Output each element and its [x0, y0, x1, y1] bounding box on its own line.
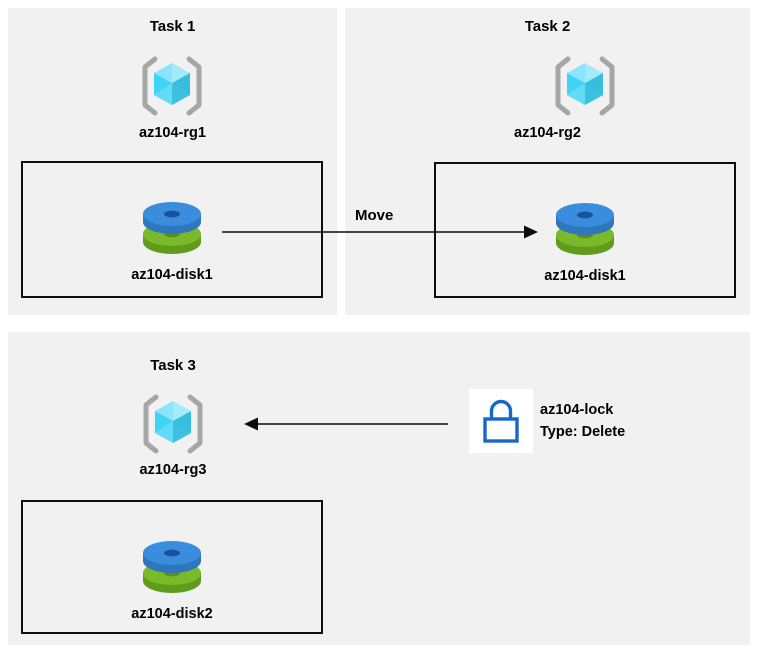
resource-group-label-rg2: az104-rg2 [514, 125, 581, 141]
resource-group-label-rg1: az104-rg1 [139, 125, 206, 141]
lock-type-label: Type: Delete [540, 424, 626, 440]
managed-disk-icon [550, 197, 620, 259]
disk-label-task3: az104-disk2 [131, 606, 213, 622]
managed-disk-icon-svg [556, 203, 614, 255]
move-arrow [222, 225, 538, 239]
resource-group-icon-svg [143, 394, 203, 454]
disk-label-task2: az104-disk1 [544, 268, 626, 284]
resource-container-task3 [21, 500, 323, 634]
panel-task3 [8, 332, 750, 645]
panel-task2 [345, 8, 750, 315]
managed-disk-icon-svg [143, 541, 201, 593]
resource-group-icon-svg [142, 56, 202, 116]
resource-container-task1 [21, 161, 323, 298]
move-arrow-label: Move [355, 207, 394, 224]
resource-group-label-rg3: az104-rg3 [139, 462, 207, 478]
resource-group-icon [139, 55, 205, 117]
managed-disk-icon-svg [143, 202, 201, 254]
managed-disk-icon [137, 535, 207, 597]
resource-group-icon-svg [555, 56, 615, 116]
resource-container-task2 [434, 162, 736, 298]
resource-group-icon [140, 393, 206, 455]
lock-name-label: az104-lock [540, 402, 614, 418]
panel-task1-title: Task 1 [149, 18, 196, 35]
lock-arrow [244, 417, 448, 431]
lock-icon-svg [483, 399, 519, 443]
panel-task2-title: Task 2 [524, 18, 571, 35]
disk-label-task1: az104-disk1 [131, 267, 213, 283]
managed-disk-icon [137, 196, 207, 258]
panel-task3-title: Task 3 [150, 357, 196, 374]
resource-group-icon [552, 55, 618, 117]
lock-icon [481, 398, 521, 449]
